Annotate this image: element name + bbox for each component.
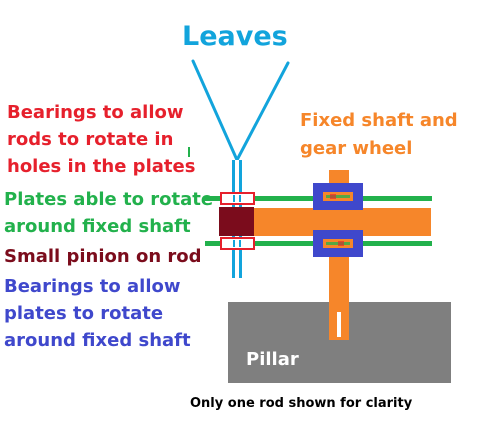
small-pinion — [219, 207, 254, 236]
leaves-shape — [191, 59, 290, 162]
leaves-title: Leaves — [182, 21, 288, 52]
fixed-shaft-note: Fixed shaft and gear wheel — [300, 110, 458, 159]
upper-shaft-bearing — [313, 183, 363, 210]
fixed-shaft-slot — [337, 312, 341, 337]
small-green-tick — [188, 147, 190, 157]
lower-shaft-bearing — [313, 230, 363, 257]
lower-rod-bearing — [220, 237, 255, 250]
clarity-caption: Only one rod shown for clarity — [190, 396, 413, 411]
pinion-note: Small pinion on rod — [4, 246, 202, 267]
plates-note: Plates able to rotate around fixed shaft — [4, 189, 214, 237]
rod-bearings-note: Bearings to allow rods to rotate in hole… — [7, 102, 196, 177]
pillar-label: Pillar — [246, 349, 299, 370]
upper-rod-bearing — [220, 192, 255, 205]
plate-bearings-note: Bearings to allow plates to rotate aroun… — [4, 276, 191, 351]
